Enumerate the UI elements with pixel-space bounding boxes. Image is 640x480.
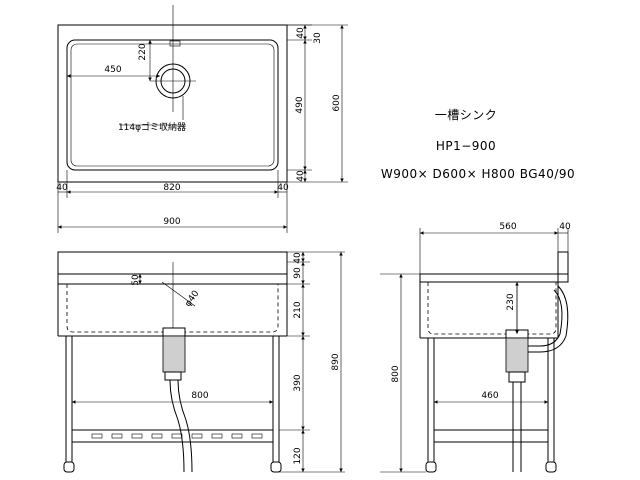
front-view: 50 φ40 800 [57, 251, 345, 473]
plan-dim-40-bottom: 40 [296, 170, 306, 182]
front-bowl-hidden [66, 284, 279, 333]
plan-dim-900: 900 [163, 217, 180, 227]
side-caster-front [425, 461, 437, 473]
plan-drain-label: 114φゴミ収納器 [118, 121, 186, 133]
front-dim-390: 390 [293, 374, 303, 391]
spec-dimensions: W900× D600× H800 BG40/90 [381, 167, 575, 181]
side-dim-230: 230 [506, 293, 516, 310]
front-leg-right [272, 335, 280, 463]
front-drain-hose-right [177, 379, 193, 473]
plan-dim-450: 450 [104, 65, 121, 75]
front-dim-50: 50 [131, 274, 141, 286]
front-dim-210: 210 [293, 301, 303, 318]
plan-overflow [169, 40, 181, 47]
front-backguard [57, 251, 288, 275]
plan-dim-820: 820 [163, 183, 180, 193]
side-drain-trap [505, 337, 529, 373]
plan-bowl-inner [70, 43, 275, 167]
spec-model: HP1−900 [436, 139, 496, 153]
front-leg-left [65, 335, 73, 463]
side-caster-back [545, 461, 557, 473]
front-dim-120: 120 [293, 447, 303, 464]
front-dim-phi40: φ40 [183, 289, 201, 309]
plan-dim-220: 220 [138, 43, 148, 60]
front-caster-right [270, 461, 282, 473]
plan-outer-outline [57, 24, 288, 183]
side-leg-front [427, 337, 435, 463]
front-dim-40: 40 [293, 252, 303, 264]
spec-name: 一槽シンク [435, 108, 498, 122]
side-dim-460: 460 [481, 391, 498, 401]
plan-bowl-outline [66, 39, 279, 171]
front-drain-trap [162, 335, 186, 373]
plan-dim-30: 30 [313, 32, 323, 44]
front-caster-left [63, 461, 75, 473]
side-overflow-pipe [528, 285, 569, 353]
side-dim-40: 40 [559, 222, 571, 232]
front-dim-800: 800 [191, 391, 208, 401]
side-dim-560: 560 [499, 222, 516, 232]
spec-block: 一槽シンク HP1−900 W900× D600× H800 BG40/90 [381, 108, 575, 181]
front-drain-hose-left [169, 379, 185, 473]
plan-dim-40-left: 40 [56, 183, 68, 193]
plan-dim-40-top: 40 [296, 27, 306, 39]
side-top-rim [419, 273, 569, 283]
plan-dim-600: 600 [332, 94, 342, 111]
plan-view: 220 450 114φゴミ収納器 40 30 490 40 600 40 82… [56, 5, 348, 233]
front-dim-90: 90 [293, 267, 303, 279]
front-dim-890: 890 [331, 353, 341, 370]
front-shelf-slots [91, 433, 263, 439]
side-backguard [557, 251, 569, 283]
side-dim-800: 800 [391, 365, 401, 382]
side-leg-back [547, 337, 555, 463]
side-view: 560 40 230 800 460 [380, 222, 571, 473]
front-top-rim [57, 273, 288, 285]
side-bowl-hidden [427, 282, 557, 335]
plan-dim-40-right: 40 [277, 183, 289, 193]
plan-dim-490: 490 [295, 96, 305, 113]
